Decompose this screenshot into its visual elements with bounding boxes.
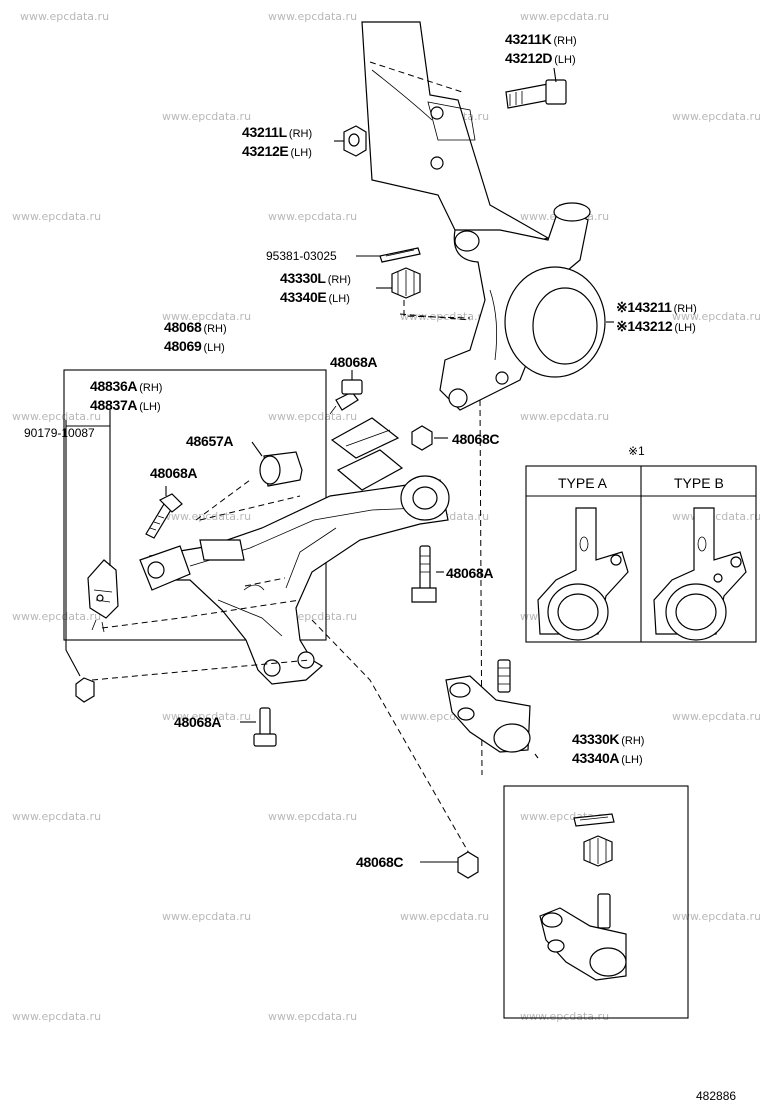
callout-43211l: 43211L(RH) bbox=[242, 124, 312, 140]
type-a-label: TYPE A bbox=[558, 475, 608, 491]
nut-48068c-upper-drawing bbox=[411, 425, 433, 451]
callout-43340a: 43340A(LH) bbox=[572, 750, 643, 766]
callout-95381-03025: 95381-03025 bbox=[266, 249, 337, 263]
type-variant-panel: ※1 TYPE A TYPE B bbox=[525, 444, 757, 643]
type-panel-marker: ※1 bbox=[628, 444, 645, 458]
callout-43212e: 43212E(LH) bbox=[242, 143, 312, 159]
callout-48068a-left: 48068A bbox=[150, 465, 197, 481]
watermark-layer: www.epcdata.ru www.epcdata.ru www.epcdat… bbox=[12, 10, 760, 1023]
watermark: www.epcdata.ru bbox=[12, 1010, 101, 1023]
callout-43340e: 43340E(LH) bbox=[280, 289, 350, 305]
bushing-48657a-drawing bbox=[195, 451, 303, 521]
watermark: www.epcdata.ru bbox=[162, 110, 251, 123]
watermark: www.epcdata.ru bbox=[162, 910, 251, 923]
watermark: www.epcdata.ru bbox=[12, 210, 101, 223]
watermark: www.epcdata.ru bbox=[20, 10, 109, 23]
watermark: www.epcdata.ru bbox=[400, 910, 489, 923]
nut-48068c-lower-drawing bbox=[420, 851, 479, 879]
watermark: www.epcdata.ru bbox=[400, 310, 489, 323]
watermark: www.epcdata.ru bbox=[520, 410, 609, 423]
watermark: www.epcdata.ru bbox=[672, 110, 760, 123]
callout-48068-rh: 48068(RH) bbox=[164, 319, 227, 335]
callout-90179-10087: 90179-10087 bbox=[24, 426, 95, 440]
cotter-pin-drawing bbox=[379, 247, 421, 263]
watermark: www.epcdata.ru bbox=[268, 1010, 357, 1023]
callout-43212-type: ※143212(LH) bbox=[616, 318, 696, 334]
watermark: www.epcdata.ru bbox=[268, 10, 357, 23]
leader-lines bbox=[66, 67, 557, 723]
nut-43211l-drawing bbox=[343, 125, 367, 157]
ball-joint-assembly-box bbox=[503, 785, 689, 1019]
callout-43330l: 43330L(RH) bbox=[280, 270, 351, 286]
callout-48068c-lower: 48068C bbox=[356, 854, 403, 870]
watermark: www.epcdata.ru bbox=[268, 210, 357, 223]
watermark: www.epcdata.ru bbox=[162, 310, 251, 323]
bracket-48836a-drawing bbox=[87, 559, 119, 633]
watermark: www.epcdata.ru bbox=[162, 710, 251, 723]
callout-48068c-upper: 48068C bbox=[452, 431, 499, 447]
watermark: www.epcdata.ru bbox=[12, 410, 101, 423]
callout-48068a-upper: 48068A bbox=[330, 354, 377, 370]
callout-48657a: 48657A bbox=[186, 433, 233, 449]
callout-43211-type: ※143211(RH) bbox=[616, 299, 697, 315]
bolt-48068a-left-drawing bbox=[145, 493, 183, 539]
callout-48069: 48069(LH) bbox=[164, 338, 225, 354]
type-b-label: TYPE B bbox=[674, 475, 724, 491]
watermark: www.epcdata.ru bbox=[520, 10, 609, 23]
watermark: www.epcdata.ru bbox=[162, 510, 251, 523]
bolt-48068a-upper-drawing bbox=[329, 379, 404, 491]
watermark: www.epcdata.ru bbox=[268, 810, 357, 823]
callout-48836a: 48836A(RH) bbox=[90, 378, 162, 394]
callout-48837a: 48837A(LH) bbox=[90, 397, 161, 413]
watermark: www.epcdata.ru bbox=[12, 810, 101, 823]
watermark: www.epcdata.ru bbox=[672, 310, 760, 323]
watermark: www.epcdata.ru bbox=[672, 510, 760, 523]
bolt-48068a-right-drawing bbox=[411, 545, 437, 603]
castle-nut-drawing bbox=[391, 267, 471, 319]
watermark: www.epcdata.ru bbox=[672, 910, 760, 923]
watermark: www.epcdata.ru bbox=[12, 610, 101, 623]
bolt-43211k-drawing bbox=[505, 79, 567, 109]
bolt-48068a-lower-drawing bbox=[253, 707, 277, 747]
watermark: www.epcdata.ru bbox=[268, 410, 357, 423]
callout-labels: 43211K(RH) 43212D(LH) 43211L(RH) 43212E(… bbox=[24, 31, 697, 870]
ball-joint-drawing bbox=[445, 659, 539, 759]
diagram-number: 482886 bbox=[696, 1089, 736, 1103]
callout-43211k: 43211K(RH) bbox=[505, 31, 577, 47]
steering-knuckle-drawing bbox=[361, 21, 614, 776]
watermark: www.epcdata.ru bbox=[520, 1010, 609, 1023]
callout-43330k: 43330K(RH) bbox=[572, 731, 644, 747]
lower-arm-drawing bbox=[63, 369, 471, 856]
nut-90179-drawing bbox=[65, 420, 95, 703]
callout-48068a-right: 48068A bbox=[446, 565, 493, 581]
callout-48068a-lower: 48068A bbox=[174, 714, 221, 730]
callout-43212d: 43212D(LH) bbox=[505, 50, 576, 66]
watermark: www.epcdata.ru bbox=[672, 710, 760, 723]
